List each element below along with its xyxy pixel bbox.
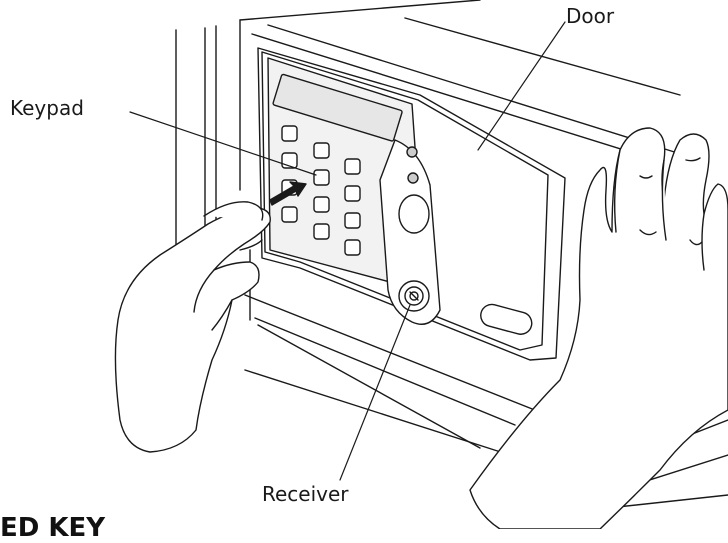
press-arrow	[270, 182, 306, 205]
keypad-button[interactable]	[345, 240, 360, 255]
cutoff-heading: ED KEY	[0, 513, 106, 543]
door-label: Door	[566, 4, 615, 28]
keypad-button[interactable]	[314, 143, 329, 158]
keypad-button[interactable]	[345, 159, 360, 174]
left-hand	[115, 202, 270, 452]
keypad-callout-line	[130, 112, 316, 175]
door-handle-slot	[478, 302, 534, 337]
keypad-button[interactable]	[314, 170, 329, 185]
keypad-button[interactable]	[314, 197, 329, 212]
door-callout-line	[478, 22, 565, 150]
door-knob[interactable]	[399, 195, 429, 233]
indicator-light	[408, 173, 418, 183]
safe-illustration	[0, 0, 728, 529]
lcd-display	[273, 74, 403, 141]
receiver-label: Receiver	[262, 482, 349, 506]
keypad-button[interactable]	[282, 126, 297, 141]
keypad-button[interactable]	[314, 224, 329, 239]
keypad-button[interactable]	[345, 186, 360, 201]
receiver-callout-line	[340, 305, 410, 480]
indicator-light	[407, 147, 417, 157]
keypad-label: Keypad	[10, 96, 84, 120]
keypad-button[interactable]	[345, 213, 360, 228]
keypad-button[interactable]	[282, 207, 297, 222]
key-receiver[interactable]	[399, 281, 429, 311]
